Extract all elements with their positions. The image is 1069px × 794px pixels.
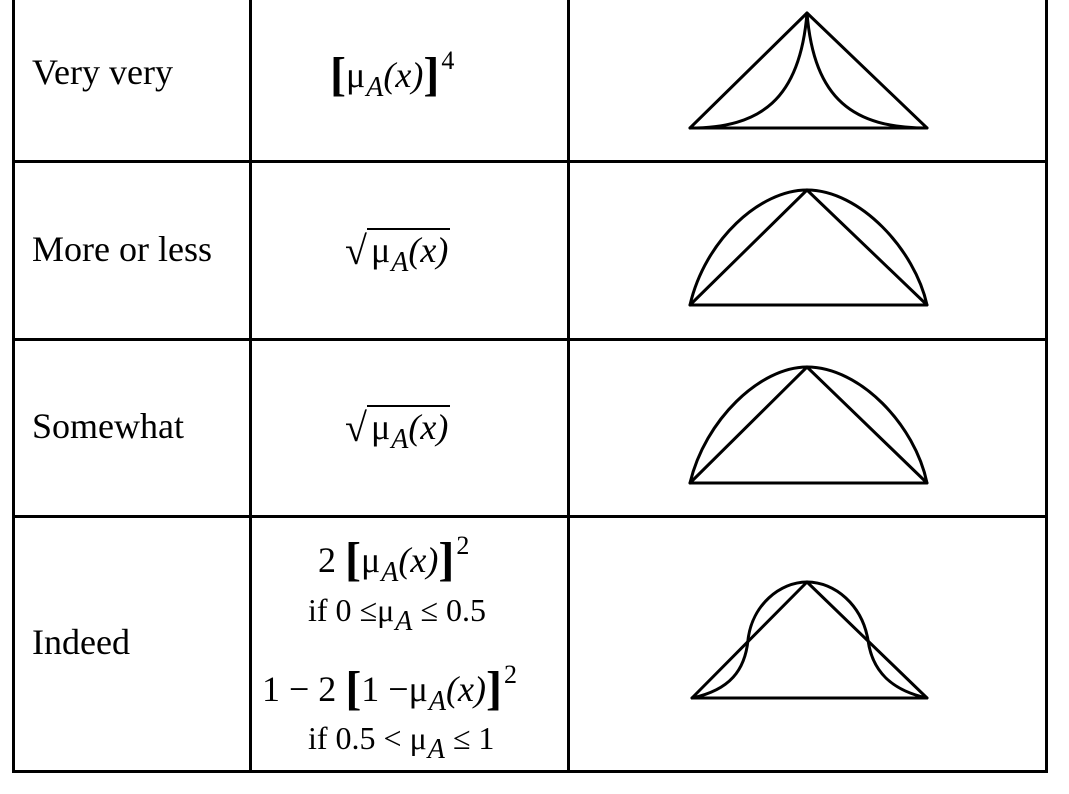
grid-line-bottom (12, 770, 1048, 773)
grid-line-row3 (12, 515, 1048, 518)
hedge-label: More or less (32, 229, 212, 269)
grid-line-col2 (567, 0, 570, 773)
grid-line-left (12, 0, 15, 773)
hedge-label: Somewhat (32, 406, 184, 446)
formula-somewhat: √μA(x) (345, 405, 451, 455)
grid-line-row1 (12, 160, 1048, 163)
formula-very-very: [μA(x)]4 (330, 46, 455, 103)
formula-more-or-less: √μA(x) (345, 228, 451, 278)
grid-line-right (1045, 0, 1048, 773)
hedge-label: Very very (32, 52, 173, 92)
condition-lower: if 0 ≤μA ≤ 0.5 (308, 592, 486, 637)
formula-indeed-upper: 1 − 2 [1 −μA(x)]2 (262, 660, 517, 717)
grid-line-row2 (12, 338, 1048, 341)
hedge-label: Indeed (32, 622, 130, 662)
condition-upper: if 0.5 < μA ≤ 1 (308, 720, 495, 765)
formula-indeed-lower: 2 [μA(x)]2 (318, 531, 470, 588)
grid-line-col1 (249, 0, 252, 773)
